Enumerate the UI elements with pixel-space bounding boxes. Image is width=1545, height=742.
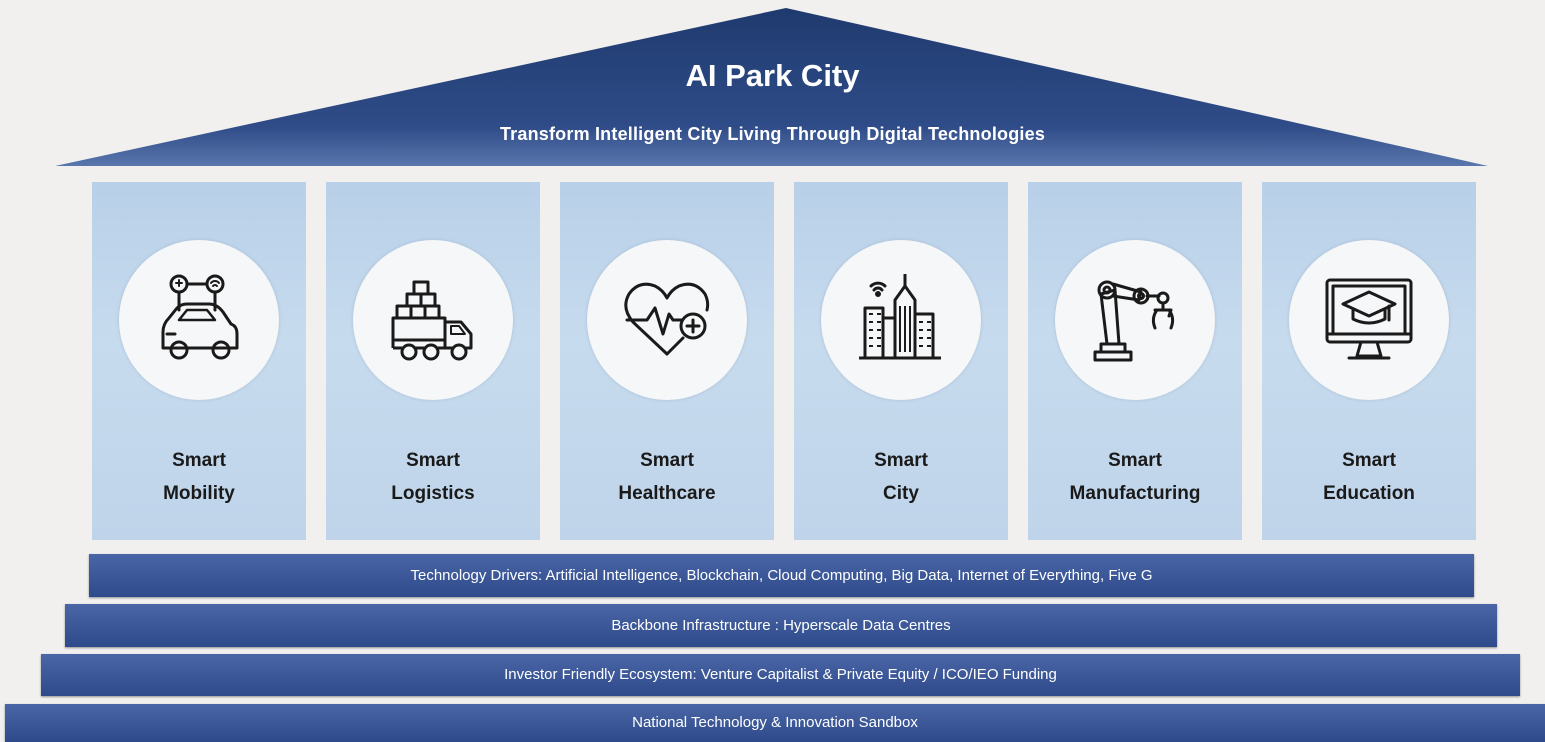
robot-arm-icon [1093,280,1175,362]
foundation-technology-drivers: Technology Drivers: Artificial Intellige… [89,554,1474,597]
truck-icon [391,280,473,361]
car-icon [161,274,239,360]
monitor-graduation-icon [1325,278,1413,360]
icon-circle [1289,240,1449,400]
page-subtitle: Transform Intelligent City Living Throug… [499,124,1046,144]
roof-triangle [55,8,1488,166]
icon-circle [821,240,981,400]
foundation-backbone-infrastructure: Backbone Infrastructure : Hyperscale Dat… [65,604,1497,647]
foundation-investor-ecosystem: Investor Friendly Ecosystem: Venture Cap… [41,654,1520,696]
icon-circle [1055,240,1215,400]
icon-circle [587,240,747,400]
skyscraper-icon [859,274,941,360]
page-title: AI Park City [685,58,860,93]
foundation-sandbox: National Technology & Innovation Sandbox [5,704,1545,742]
icon-circle [353,240,513,400]
icon-circle [119,240,279,400]
roof [55,8,1488,166]
heart-health-icon [624,282,710,356]
